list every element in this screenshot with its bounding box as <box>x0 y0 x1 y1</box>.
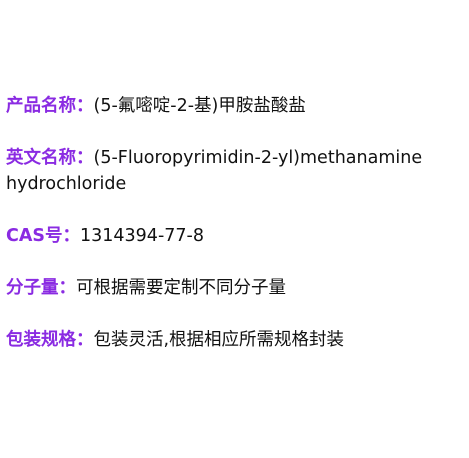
packaging-value: 包装灵活,根据相应所需规格封装 <box>93 330 345 350</box>
packaging-label: 包装规格： <box>6 330 94 350</box>
molecular-weight-label: 分子量： <box>6 278 76 298</box>
product-name-value: (5-氟嘧啶-2-基)甲胺盐酸盐 <box>93 96 306 116</box>
english-name-row: 英文名称：(5-Fluoropyrimidin-2-yl)methanamine… <box>6 145 466 197</box>
cas-row: CAS号：1314394-77-8 <box>6 223 466 249</box>
english-name-value: (5-Fluoropyrimidin-2-yl)methanamine hydr… <box>6 148 423 194</box>
english-name-label: 英文名称： <box>6 148 94 168</box>
packaging-row: 包装规格：包装灵活,根据相应所需规格封装 <box>6 327 466 353</box>
cas-value: 1314394-77-8 <box>80 226 204 246</box>
cas-label: CAS号： <box>6 226 80 246</box>
product-name-label: 产品名称： <box>6 96 94 116</box>
product-name-row: 产品名称：(5-氟嘧啶-2-基)甲胺盐酸盐 <box>6 93 466 119</box>
product-info-block: 产品名称：(5-氟嘧啶-2-基)甲胺盐酸盐 英文名称：(5-Fluoropyri… <box>6 93 466 379</box>
molecular-weight-row: 分子量：可根据需要定制不同分子量 <box>6 275 466 301</box>
molecular-weight-value: 可根据需要定制不同分子量 <box>76 278 286 298</box>
